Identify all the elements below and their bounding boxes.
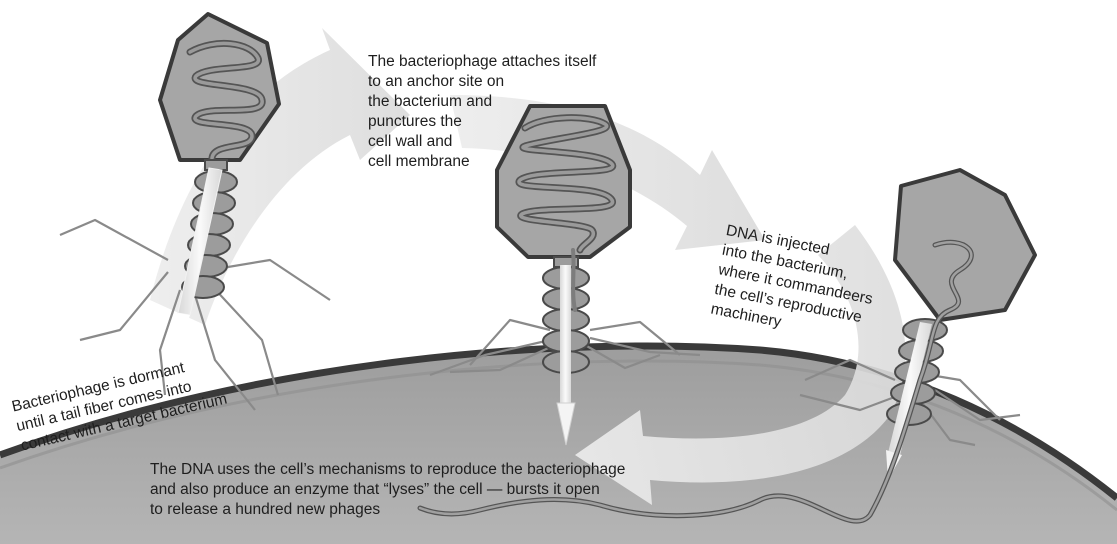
caption-line: to an anchor site on bbox=[368, 72, 596, 92]
caption-line: cell membrane bbox=[368, 152, 596, 172]
caption-line: the bacterium and bbox=[368, 92, 596, 112]
caption-line: The bacteriophage attaches itself bbox=[368, 52, 596, 72]
caption-line: punctures the bbox=[368, 112, 596, 132]
caption-attach: The bacteriophage attaches itself to an … bbox=[368, 52, 596, 172]
caption-line: The DNA uses the cell’s mechanisms to re… bbox=[150, 460, 625, 480]
caption-reproduce: The DNA uses the cell’s mechanisms to re… bbox=[150, 460, 625, 520]
caption-line: and also produce an enzyme that “lyses” … bbox=[150, 480, 625, 500]
caption-line: to release a hundred new phages bbox=[150, 500, 625, 520]
caption-line: cell wall and bbox=[368, 132, 596, 152]
